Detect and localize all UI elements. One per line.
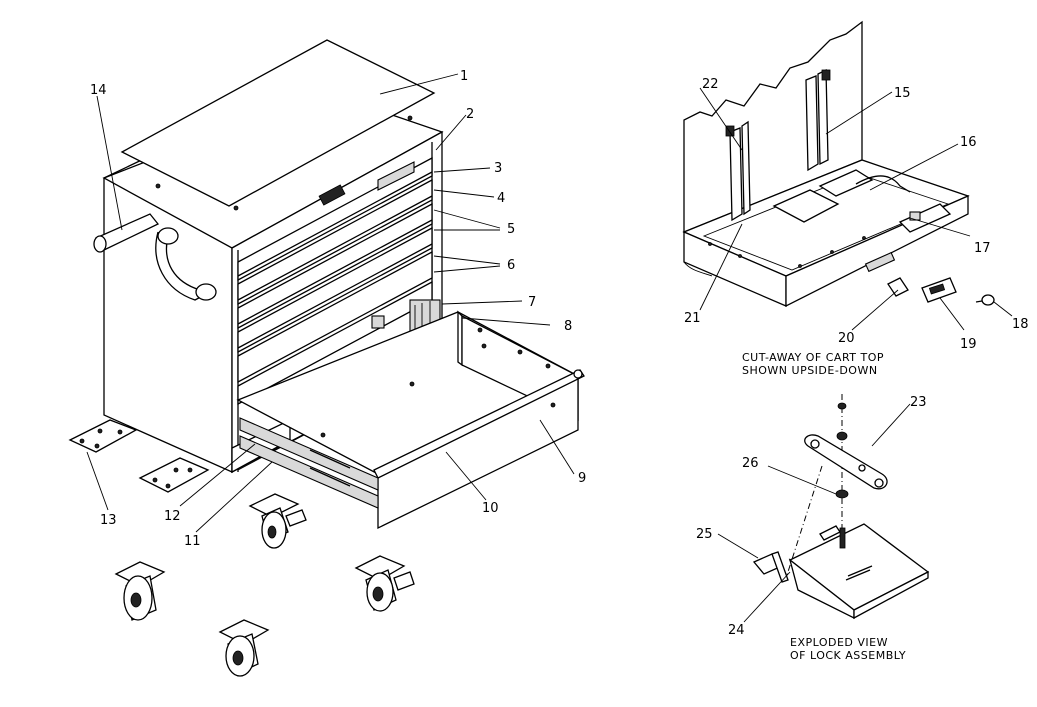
callout-14: 14 <box>90 83 107 98</box>
callout-19: 19 <box>960 337 977 352</box>
callout-22: 22 <box>702 77 719 92</box>
callout-11: 11 <box>184 534 201 549</box>
caster-wheels <box>114 493 415 677</box>
callout-24: 24 <box>728 623 745 638</box>
callout-12: 12 <box>164 509 181 524</box>
callout-6: 6 <box>507 258 515 273</box>
captions: CUT-AWAY OF CART TOP SHOWN UPSIDE-DOWN E… <box>742 351 906 662</box>
callout-8: 8 <box>564 319 572 334</box>
callout-16: 16 <box>960 135 977 150</box>
mounting-plates <box>68 419 210 493</box>
callout-2: 2 <box>466 107 474 122</box>
cart-top-cutaway <box>682 20 995 308</box>
callout-26: 26 <box>742 456 759 471</box>
callout-3: 3 <box>494 161 502 176</box>
callout-labels: 1 2 3 4 5 6 7 8 9 10 11 12 13 14 15 16 1… <box>90 69 1029 638</box>
caption-lock-line2: OF LOCK ASSEMBLY <box>790 649 906 662</box>
open-drawer <box>236 310 585 530</box>
caption-cart-top-line2: SHOWN UPSIDE-DOWN <box>742 364 878 377</box>
callout-25: 25 <box>696 527 713 542</box>
callout-17: 17 <box>974 241 991 256</box>
callout-21: 21 <box>684 311 701 326</box>
callout-10: 10 <box>482 501 499 516</box>
callout-5: 5 <box>507 222 515 237</box>
callout-9: 9 <box>578 471 586 486</box>
lock-assembly-exploded <box>752 394 930 620</box>
caption-lock-line1: EXPLODED VIEW <box>790 636 888 649</box>
callout-20: 20 <box>838 331 855 346</box>
callout-13: 13 <box>100 513 117 528</box>
leader-lines <box>86 73 1013 623</box>
callout-15: 15 <box>894 86 911 101</box>
callout-18: 18 <box>1012 317 1029 332</box>
callout-7: 7 <box>528 295 536 310</box>
callout-4: 4 <box>497 191 505 206</box>
callout-1: 1 <box>460 69 468 84</box>
callout-23: 23 <box>910 395 927 410</box>
caption-cart-top-line1: CUT-AWAY OF CART TOP <box>742 351 884 364</box>
